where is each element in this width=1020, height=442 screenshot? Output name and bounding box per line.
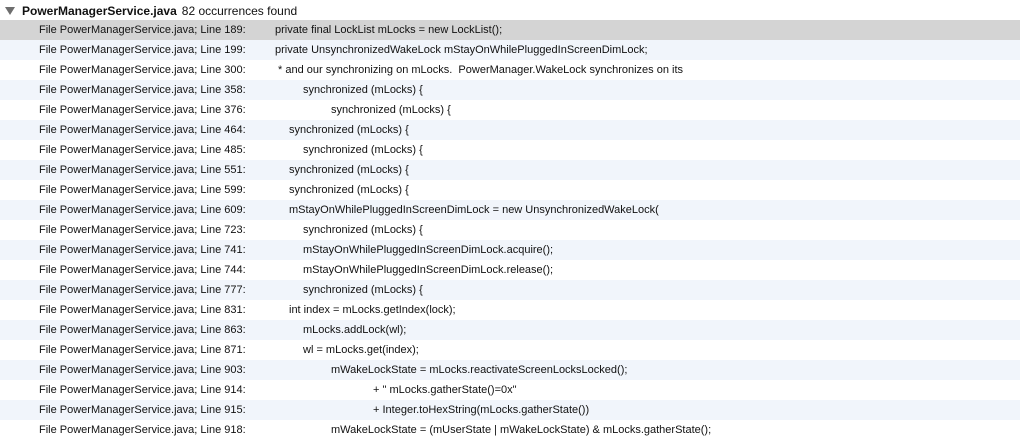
result-code-line: private final LockList mLocks = new Lock… [275, 24, 503, 36]
result-row[interactable]: File PowerManagerService.java; Line 358:… [0, 80, 1020, 100]
result-code-line: synchronized (mLocks) { [289, 124, 409, 136]
result-location: File PowerManagerService.java; Line 744: [39, 264, 246, 276]
result-row[interactable]: File PowerManagerService.java; Line 300:… [0, 60, 1020, 80]
result-row[interactable]: File PowerManagerService.java; Line 723:… [0, 220, 1020, 240]
result-location: File PowerManagerService.java; Line 485: [39, 144, 246, 156]
result-code-line: synchronized (mLocks) { [303, 144, 423, 156]
result-row[interactable]: File PowerManagerService.java; Line 551:… [0, 160, 1020, 180]
result-location: File PowerManagerService.java; Line 358: [39, 84, 246, 96]
result-location: File PowerManagerService.java; Line 903: [39, 364, 246, 376]
result-location: File PowerManagerService.java; Line 863: [39, 324, 246, 336]
result-location: File PowerManagerService.java; Line 189: [39, 24, 246, 36]
result-location: File PowerManagerService.java; Line 300: [39, 64, 246, 76]
result-code-line: synchronized (mLocks) { [331, 104, 451, 116]
result-row[interactable]: File PowerManagerService.java; Line 903:… [0, 360, 1020, 380]
result-row[interactable]: File PowerManagerService.java; Line 918:… [0, 420, 1020, 440]
result-row[interactable]: File PowerManagerService.java; Line 376:… [0, 100, 1020, 120]
result-location: File PowerManagerService.java; Line 376: [39, 104, 246, 116]
result-location: File PowerManagerService.java; Line 609: [39, 204, 246, 216]
result-code-line: + Integer.toHexString(mLocks.gatherState… [373, 404, 590, 416]
result-row[interactable]: File PowerManagerService.java; Line 599:… [0, 180, 1020, 200]
result-location: File PowerManagerService.java; Line 551: [39, 164, 246, 176]
result-code-line: wl = mLocks.get(index); [303, 344, 419, 356]
occurrence-count: 82 occurrences found [181, 4, 298, 18]
disclosure-triangle-down-icon[interactable] [4, 5, 16, 17]
result-row[interactable]: File PowerManagerService.java; Line 199:… [0, 40, 1020, 60]
result-row[interactable]: File PowerManagerService.java; Line 914:… [0, 380, 1020, 400]
result-row[interactable]: File PowerManagerService.java; Line 741:… [0, 240, 1020, 260]
result-code-line: + " mLocks.gatherState()=0x" [373, 384, 517, 396]
result-location: File PowerManagerService.java; Line 871: [39, 344, 246, 356]
result-row[interactable]: File PowerManagerService.java; Line 744:… [0, 260, 1020, 280]
result-code-line: mStayOnWhilePluggedInScreenDimLock = new… [289, 204, 659, 216]
result-location: File PowerManagerService.java; Line 915: [39, 404, 246, 416]
result-row[interactable]: File PowerManagerService.java; Line 863:… [0, 320, 1020, 340]
results-group-header[interactable]: PowerManagerService.java 82 occurrences … [0, 0, 1020, 22]
result-location: File PowerManagerService.java; Line 199: [39, 44, 246, 56]
result-code-line: mStayOnWhilePluggedInScreenDimLock.acqui… [303, 244, 554, 256]
result-location: File PowerManagerService.java; Line 918: [39, 424, 246, 436]
result-location: File PowerManagerService.java; Line 599: [39, 184, 246, 196]
result-location: File PowerManagerService.java; Line 464: [39, 124, 246, 136]
result-code-line: mStayOnWhilePluggedInScreenDimLock.relea… [303, 264, 554, 276]
result-row[interactable]: File PowerManagerService.java; Line 464:… [0, 120, 1020, 140]
results-file-name: PowerManagerService.java [22, 4, 177, 18]
result-row[interactable]: File PowerManagerService.java; Line 915:… [0, 400, 1020, 420]
result-code-line: synchronized (mLocks) { [303, 84, 423, 96]
result-row[interactable]: File PowerManagerService.java; Line 485:… [0, 140, 1020, 160]
result-location: File PowerManagerService.java; Line 914: [39, 384, 246, 396]
result-code-line: synchronized (mLocks) { [289, 164, 409, 176]
results-list: File PowerManagerService.java; Line 189:… [0, 20, 1020, 440]
result-row[interactable]: File PowerManagerService.java; Line 189:… [0, 20, 1020, 40]
result-row[interactable]: File PowerManagerService.java; Line 609:… [0, 200, 1020, 220]
result-location: File PowerManagerService.java; Line 777: [39, 284, 246, 296]
result-location: File PowerManagerService.java; Line 741: [39, 244, 246, 256]
result-code-line: mWakeLockState = mLocks.reactivateScreen… [331, 364, 628, 376]
result-location: File PowerManagerService.java; Line 831: [39, 304, 246, 316]
result-code-line: synchronized (mLocks) { [303, 284, 423, 296]
result-code-line: private UnsynchronizedWakeLock mStayOnWh… [275, 44, 648, 56]
result-row[interactable]: File PowerManagerService.java; Line 777:… [0, 280, 1020, 300]
result-code-line: * and our synchronizing on mLocks. Power… [275, 64, 684, 76]
result-code-line: synchronized (mLocks) { [289, 184, 409, 196]
result-code-line: int index = mLocks.getIndex(lock); [289, 304, 456, 316]
result-code-line: synchronized (mLocks) { [303, 224, 423, 236]
result-code-line: mLocks.addLock(wl); [303, 324, 407, 336]
result-row[interactable]: File PowerManagerService.java; Line 871:… [0, 340, 1020, 360]
result-row[interactable]: File PowerManagerService.java; Line 831:… [0, 300, 1020, 320]
result-code-line: mWakeLockState = (mUserState | mWakeLock… [331, 424, 712, 436]
result-location: File PowerManagerService.java; Line 723: [39, 224, 246, 236]
